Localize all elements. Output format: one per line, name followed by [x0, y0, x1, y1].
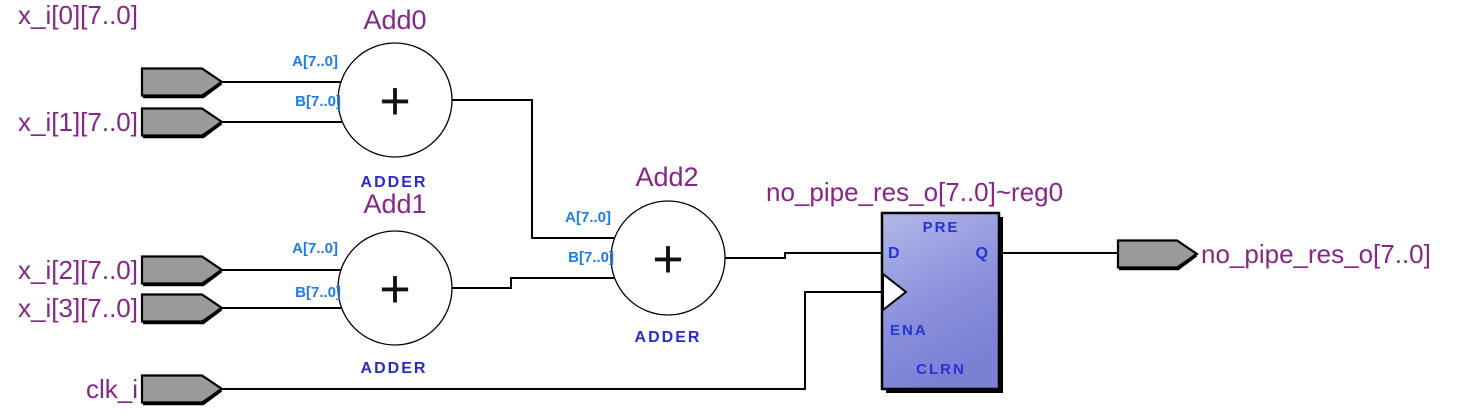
wire-clk-to-reg[interactable]: [222, 291, 885, 390]
adder-port-b-add1: B[7..0]: [295, 284, 341, 301]
input-pin-icon-xi3[interactable]: [140, 293, 224, 325]
register-pin-pre: PRE: [922, 219, 960, 236]
adder-symbol-add0[interactable]: [337, 42, 453, 158]
clock-triangle-icon: [882, 271, 908, 313]
input-label-xi0: x_i[0][7..0]: [18, 0, 138, 30]
plus-icon-add2: +: [652, 229, 684, 289]
adder-symbol-add1[interactable]: [337, 230, 453, 346]
adder-port-a-add1: A[7..0]: [292, 240, 338, 257]
adder-symbol-add2[interactable]: [610, 200, 726, 316]
register-pin-d: D: [888, 245, 902, 262]
plus-icon-add0: +: [379, 71, 411, 131]
adder-port-b-add2: B[7..0]: [568, 249, 614, 266]
input-label-clk: clk_i: [85, 374, 138, 404]
adder-port-a-add0: A[7..0]: [292, 53, 338, 70]
input-label-xi1: x_i[1][7..0]: [18, 107, 138, 137]
output-pin-icon[interactable]: [1116, 239, 1199, 271]
wire-add2-to-reg-d[interactable]: [722, 252, 885, 259]
register-name: no_pipe_res_o[7..0]~reg0: [766, 177, 1064, 207]
register-pin-q: Q: [975, 245, 990, 262]
adder-port-a-add2: A[7..0]: [565, 209, 611, 226]
input-pin-icon-xi0[interactable]: [140, 67, 224, 99]
input-pin-icon-clk[interactable]: [140, 374, 224, 406]
output-label: no_pipe_res_o[7..0]: [1201, 239, 1431, 269]
adder-type-add0: ADDER: [360, 174, 428, 191]
adder-type-add2: ADDER: [634, 329, 702, 346]
adder-type-add1: ADDER: [360, 360, 428, 377]
wire-add0-to-add2-a[interactable]: [450, 99, 620, 239]
register-pin-ena: ENA: [890, 322, 928, 339]
input-label-xi2: x_i[2][7..0]: [18, 255, 138, 285]
input-pin-icon-xi1[interactable]: [140, 107, 224, 139]
input-pin-icon-xi2[interactable]: [140, 255, 224, 287]
register-symbol-group: [880, 211, 1003, 393]
input-pins: [140, 67, 224, 406]
wire-add1-to-add2-b[interactable]: [450, 277, 620, 289]
adder-name-add2: Add2: [635, 162, 699, 192]
adder-symbols: [337, 42, 726, 346]
register-pin-clrn: CLRN: [916, 361, 966, 378]
adder-name-add0: Add0: [363, 5, 427, 35]
adder-name-add1: Add1: [363, 189, 427, 219]
adder-port-b-add0: B[7..0]: [295, 93, 341, 110]
nets: [222, 81, 1122, 390]
register-symbol[interactable]: [880, 211, 1001, 391]
input-label-xi3: x_i[3][7..0]: [18, 293, 138, 323]
plus-icon-add1: +: [379, 259, 411, 319]
